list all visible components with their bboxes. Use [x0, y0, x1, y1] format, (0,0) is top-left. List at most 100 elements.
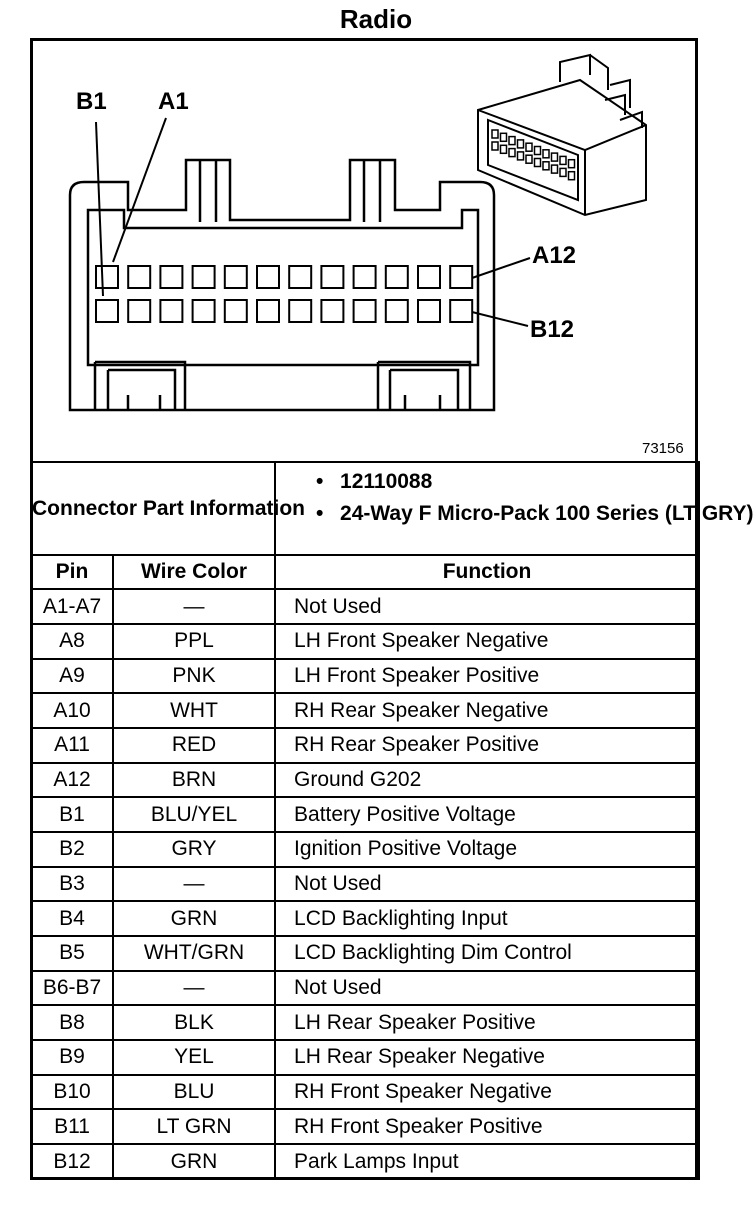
pinout-table: Connector Part Information 12110088 24-W… — [29, 460, 754, 1180]
cavity-a — [449, 265, 474, 289]
label-a12: A12 — [532, 242, 577, 269]
leader-lines — [95, 117, 531, 327]
iso-pin — [550, 152, 559, 162]
function-cell: LCD Backlighting Dim Control — [274, 935, 701, 972]
page-title: Radio — [339, 4, 413, 34]
pin-cell: B11 — [30, 1108, 114, 1146]
cavity-b — [127, 299, 152, 323]
iso-pin — [525, 142, 533, 152]
pin-cell: A10 — [30, 692, 114, 729]
label-b1: B1 — [76, 88, 107, 115]
function-cell: RH Front Speaker Negative — [274, 1073, 701, 1111]
wire-color-cell: PNK — [111, 657, 277, 695]
cavity-a — [288, 265, 313, 289]
wire-color-cell: — — [111, 969, 277, 1007]
iso-pin — [516, 139, 525, 149]
header-pin: Pin — [30, 554, 114, 591]
cavity-a — [95, 265, 119, 289]
connector-part-info-values: 12110088 24-Way F Micro-Pack 100 Series … — [274, 460, 754, 557]
pin-cell: B5 — [30, 935, 114, 972]
label-a1: A1 — [158, 88, 189, 115]
cavity-a — [223, 265, 248, 289]
pin-cell: B10 — [30, 1073, 114, 1111]
iso-pin — [516, 151, 525, 161]
cavity-b — [320, 299, 345, 323]
wire-color-cell: WHT — [111, 692, 277, 729]
iso-pin — [567, 170, 576, 181]
pin-cell: B2 — [30, 831, 114, 868]
table-row: A1-A7—Not Used — [30, 588, 701, 625]
wire-color-cell: BLU/YEL — [111, 796, 277, 834]
cavity-a — [352, 265, 377, 289]
table-row: B3—Not Used — [30, 865, 701, 903]
pin-cell: A12 — [30, 761, 114, 799]
wire-color-cell: RED — [111, 727, 277, 764]
cavity-a — [256, 265, 280, 289]
function-cell: Not Used — [274, 969, 701, 1007]
pin-cell: A9 — [30, 657, 114, 695]
function-cell: RH Rear Speaker Negative — [274, 692, 701, 729]
function-cell: Not Used — [274, 588, 701, 625]
connector-isometric-view — [477, 53, 647, 217]
cavity-b — [288, 299, 313, 323]
wire-color-cell: WHT/GRN — [111, 935, 277, 972]
table-row: B6-B7—Not Used — [30, 969, 701, 1007]
pin-cell: A8 — [30, 622, 114, 660]
function-cell: LH Front Speaker Positive — [274, 657, 701, 695]
pin-cell: B3 — [30, 865, 114, 903]
connector-part-info-label: Connector Part Information — [29, 460, 305, 557]
iso-pin — [533, 145, 542, 156]
wire-color-cell: — — [111, 588, 277, 625]
iso-pin — [499, 132, 508, 143]
pin-cell: B9 — [30, 1039, 114, 1076]
wire-color-cell: BLU — [111, 1073, 277, 1111]
function-cell: RH Front Speaker Positive — [274, 1108, 701, 1146]
pin-cell: A1-A7 — [30, 588, 114, 625]
function-cell: Ground G202 — [274, 761, 701, 799]
cavity-b — [223, 299, 248, 323]
iso-pin — [550, 164, 559, 174]
iso-pin — [499, 144, 508, 155]
cavity-grid — [95, 265, 474, 323]
function-cell: Battery Positive Voltage — [274, 796, 701, 834]
part-description: 24-Way F Micro-Pack 100 Series (LT GRY) — [316, 501, 754, 526]
wire-color-cell: GRY — [111, 831, 277, 868]
function-cell: RH Rear Speaker Positive — [274, 727, 701, 764]
wire-color-cell: — — [111, 865, 277, 903]
table-header-row: Pin Wire Color Function — [30, 554, 701, 591]
connector-face-diagram — [68, 53, 647, 412]
iso-pin — [567, 158, 576, 169]
wire-color-cell: PPL — [111, 622, 277, 660]
iso-pin — [508, 147, 516, 158]
iso-pin — [491, 141, 499, 151]
wire-color-cell: YEL — [111, 1039, 277, 1076]
function-cell: Park Lamps Input — [274, 1143, 701, 1180]
cavity-a — [127, 265, 152, 289]
connector-info-row: Connector Part Information 12110088 24-W… — [29, 460, 754, 557]
iso-pin — [542, 149, 550, 159]
label-b12: B12 — [530, 316, 575, 343]
wire-color-cell: GRN — [111, 1143, 277, 1180]
cavity-a — [191, 265, 216, 289]
header-wire-color: Wire Color — [111, 554, 277, 591]
wire-color-cell: BLK — [111, 1004, 277, 1042]
pin-cell: B1 — [30, 796, 114, 834]
pin-cell: B4 — [30, 900, 114, 938]
cavity-b — [95, 299, 119, 323]
iso-pin — [508, 135, 516, 146]
iso-pin — [533, 157, 542, 168]
cavity-a — [159, 265, 184, 289]
cavity-b — [256, 299, 280, 323]
function-cell: LH Front Speaker Negative — [274, 622, 701, 660]
wire-color-cell: BRN — [111, 761, 277, 799]
